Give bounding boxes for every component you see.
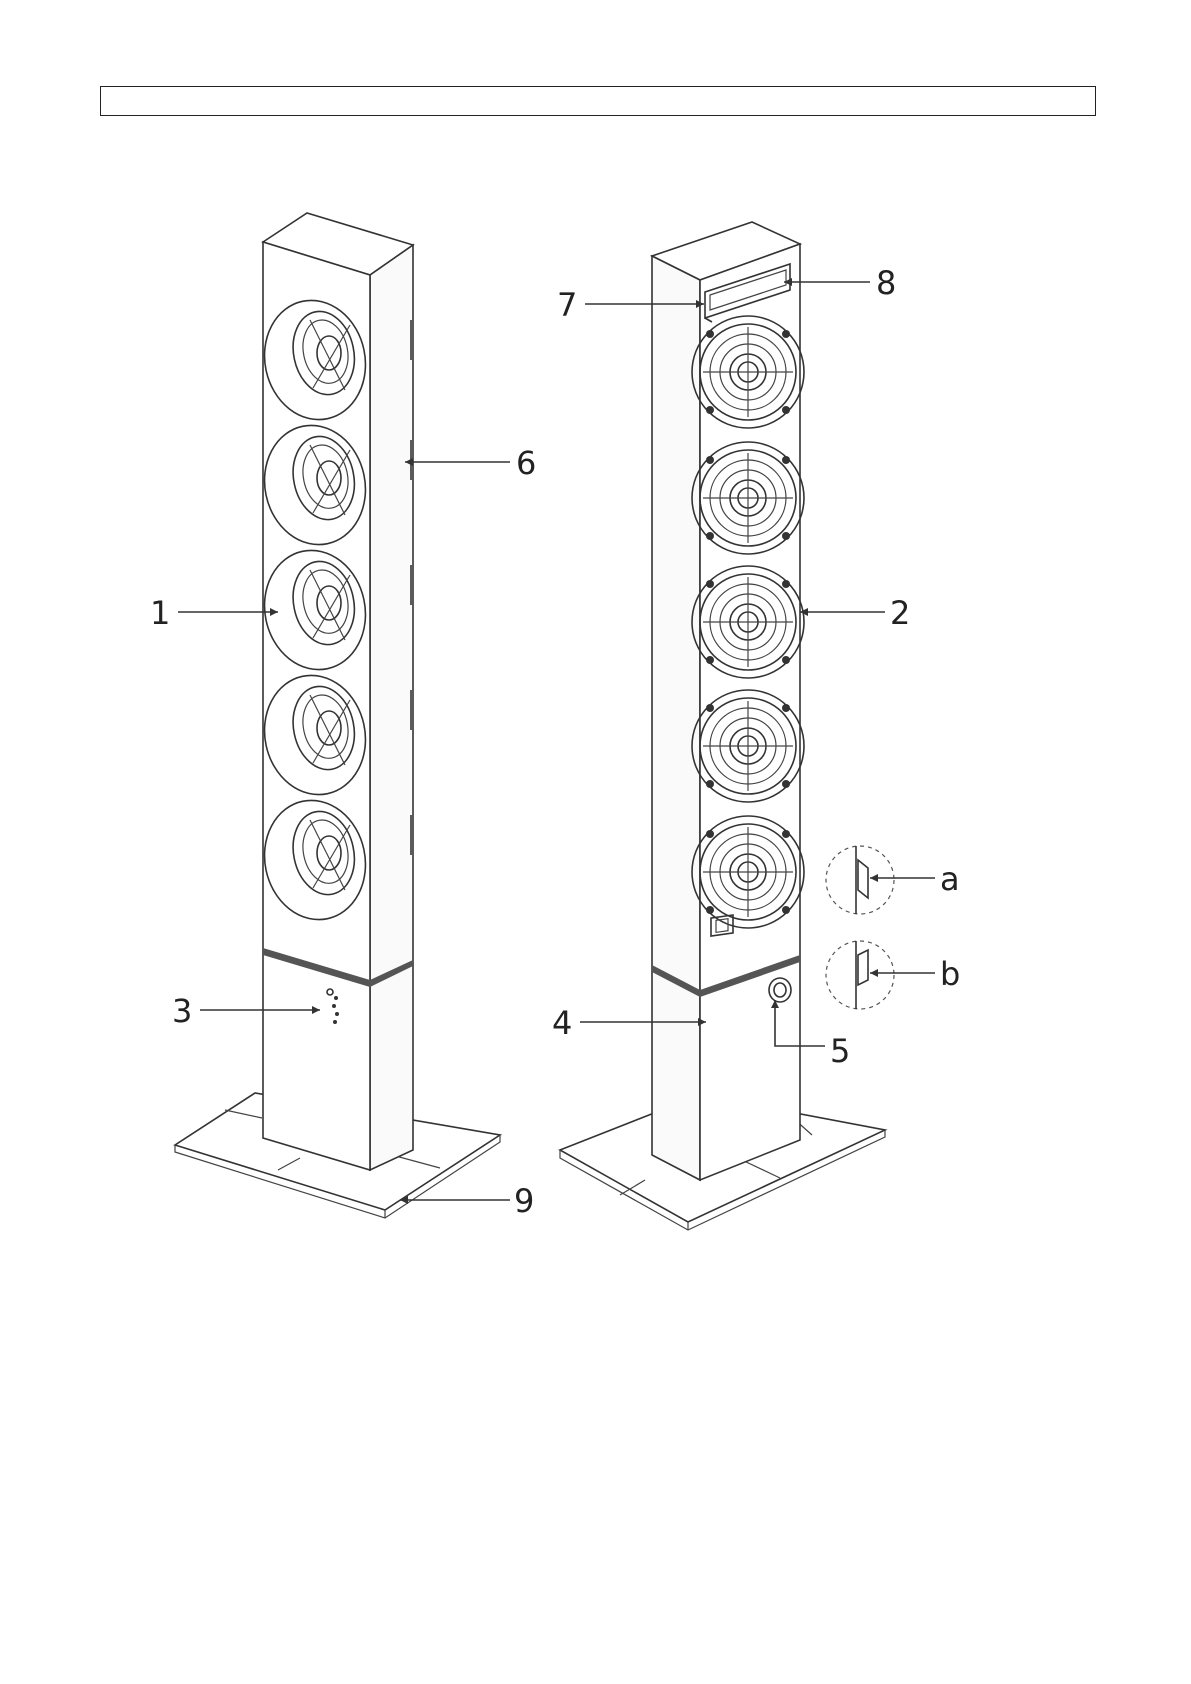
switch-position-a-icon xyxy=(826,846,894,914)
callout-7: 7 xyxy=(557,286,577,324)
tower-fan-rear-icon xyxy=(560,222,885,1230)
callout-9: 9 xyxy=(514,1182,534,1220)
callout-6: 6 xyxy=(516,444,536,482)
callout-a: a xyxy=(940,860,960,898)
callout-3: 3 xyxy=(172,992,192,1030)
callout-2: 2 xyxy=(890,594,910,632)
switch-position-b-icon xyxy=(826,941,894,1009)
rear-fan-3-icon xyxy=(692,566,804,678)
callout-8: 8 xyxy=(876,264,896,302)
callout-5: 5 xyxy=(830,1032,850,1070)
rear-fan-1-icon xyxy=(692,316,804,428)
rear-fan-4-icon xyxy=(692,690,804,802)
callout-b: b xyxy=(940,955,960,993)
rear-fan-5-icon xyxy=(692,816,804,928)
tower-fan-front-icon xyxy=(175,213,500,1218)
callout-4: 4 xyxy=(552,1004,572,1042)
callout-1: 1 xyxy=(150,594,170,632)
rear-fan-2-icon xyxy=(692,442,804,554)
